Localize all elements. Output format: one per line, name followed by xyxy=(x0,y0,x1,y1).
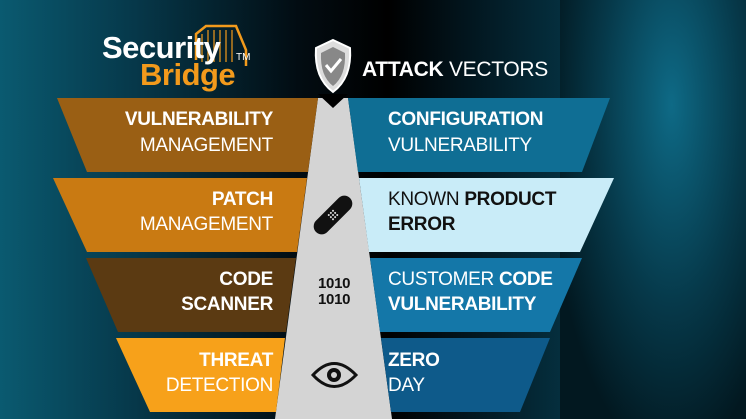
right-row-3-line2: VULNERABILITY xyxy=(388,294,537,315)
right-row-1-line1: CONFIGURATION xyxy=(388,109,544,130)
right-row-1-shape xyxy=(348,98,610,172)
right-row-4-line2: DAY xyxy=(388,375,425,396)
left-row-1-line1: VULNERABILITY xyxy=(124,109,273,130)
left-row-1-line2: MANAGEMENT xyxy=(139,135,273,156)
bandage-icon xyxy=(313,195,353,235)
right-row-2-line2: ERROR xyxy=(388,214,456,235)
logo-trademark: TM xyxy=(236,52,251,63)
binary-icon: 1010 1010 xyxy=(318,276,350,308)
right-row-1-line2: VULNERABILITY xyxy=(388,135,532,156)
code-text: CODE xyxy=(498,269,553,290)
center-funnel xyxy=(275,98,392,419)
left-row-2-line2: MANAGEMENT xyxy=(139,214,273,235)
logo-bridge: Bridge xyxy=(140,57,236,92)
funnel-notch xyxy=(318,94,348,108)
page-title: ATTACK VECTORS xyxy=(362,58,548,82)
title-bold: ATTACK xyxy=(362,58,444,81)
right-row-2-line1: KNOWN PRODUCT xyxy=(388,187,556,213)
left-row-3-line2: SCANNER xyxy=(181,294,273,315)
left-row-4-line1: THREAT xyxy=(199,350,273,371)
known-text: KNOWN xyxy=(388,189,465,210)
right-row-4-line1: ZERO xyxy=(388,350,440,371)
binary-line-2: 1010 xyxy=(318,291,351,308)
binary-line-1: 1010 xyxy=(318,275,351,292)
right-row-2-shape xyxy=(359,178,614,252)
title-regular: VECTORS xyxy=(448,58,548,81)
right-row-4-shape xyxy=(381,338,550,412)
left-row-2-line1: PATCH xyxy=(211,189,273,210)
left-row-3-shape xyxy=(86,258,296,332)
eye-icon xyxy=(310,362,359,388)
left-row-4-shape xyxy=(116,338,285,412)
left-row-1-shape xyxy=(57,98,318,172)
shield-check-icon xyxy=(314,38,352,94)
right-row-3-shape xyxy=(370,258,582,332)
bridge-logo-icon xyxy=(194,24,248,66)
customer-text: CUSTOMER xyxy=(388,269,499,290)
left-row-3-line1: CODE xyxy=(219,269,273,290)
right-row-3-line1: CUSTOMER CODE xyxy=(388,267,553,293)
product-text: PRODUCT xyxy=(464,189,557,210)
left-row-2-shape xyxy=(53,178,307,252)
logo-security: Security xyxy=(102,30,221,65)
left-row-4-line2: DETECTION xyxy=(165,375,273,396)
